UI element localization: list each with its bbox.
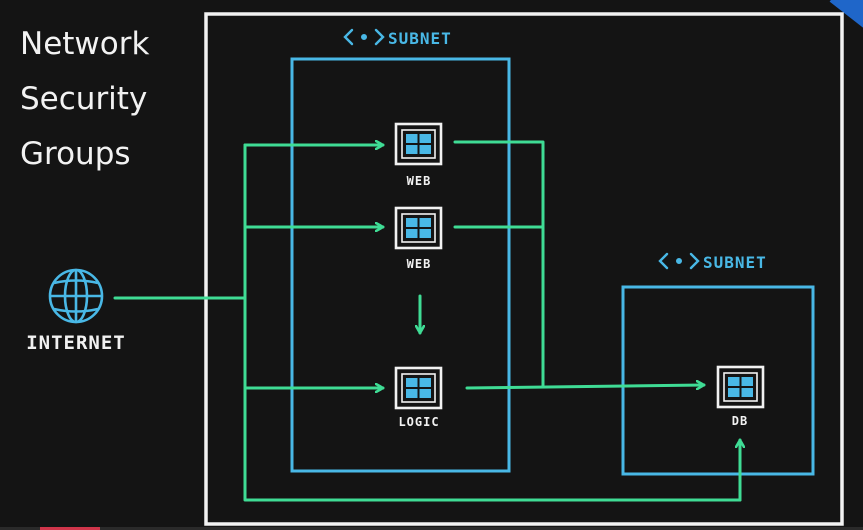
arrow-logic-to-db	[465, 385, 706, 388]
internet-label: INTERNET	[26, 332, 126, 354]
globe-icon	[48, 268, 104, 324]
subnet-box-web	[290, 57, 511, 473]
node-web-1: WEB	[394, 122, 443, 188]
subnet-label: SUBNET	[703, 253, 767, 272]
angle-brackets-dot-icon	[343, 28, 385, 46]
trunk-line	[243, 143, 742, 502]
node-db: DB	[716, 365, 765, 428]
node-label: DB	[732, 414, 748, 428]
virtual-network-frame	[204, 12, 844, 526]
subnet-box-db	[621, 285, 815, 476]
vm-window-icon	[394, 206, 443, 250]
angle-brackets-dot-icon	[658, 252, 700, 270]
title-line: Network	[20, 26, 150, 62]
node-logic: LOGIC	[394, 366, 443, 429]
vm-window-icon	[394, 122, 443, 166]
video-progress-strip	[0, 527, 863, 530]
subnet-label-db: SUBNET	[658, 252, 767, 272]
subnet-label-web: SUBNET	[343, 28, 452, 48]
subnet-label: SUBNET	[388, 29, 452, 48]
connections	[113, 140, 742, 502]
vm-window-icon	[716, 365, 765, 409]
title-line: Groups	[20, 136, 131, 172]
vm-window-icon	[394, 366, 443, 410]
node-label: LOGIC	[398, 415, 439, 429]
node-label: WEB	[407, 174, 432, 188]
title-line: Security	[20, 81, 148, 117]
node-label: WEB	[407, 257, 432, 271]
node-web-2: WEB	[394, 206, 443, 271]
web-1-outbound	[453, 140, 545, 388]
